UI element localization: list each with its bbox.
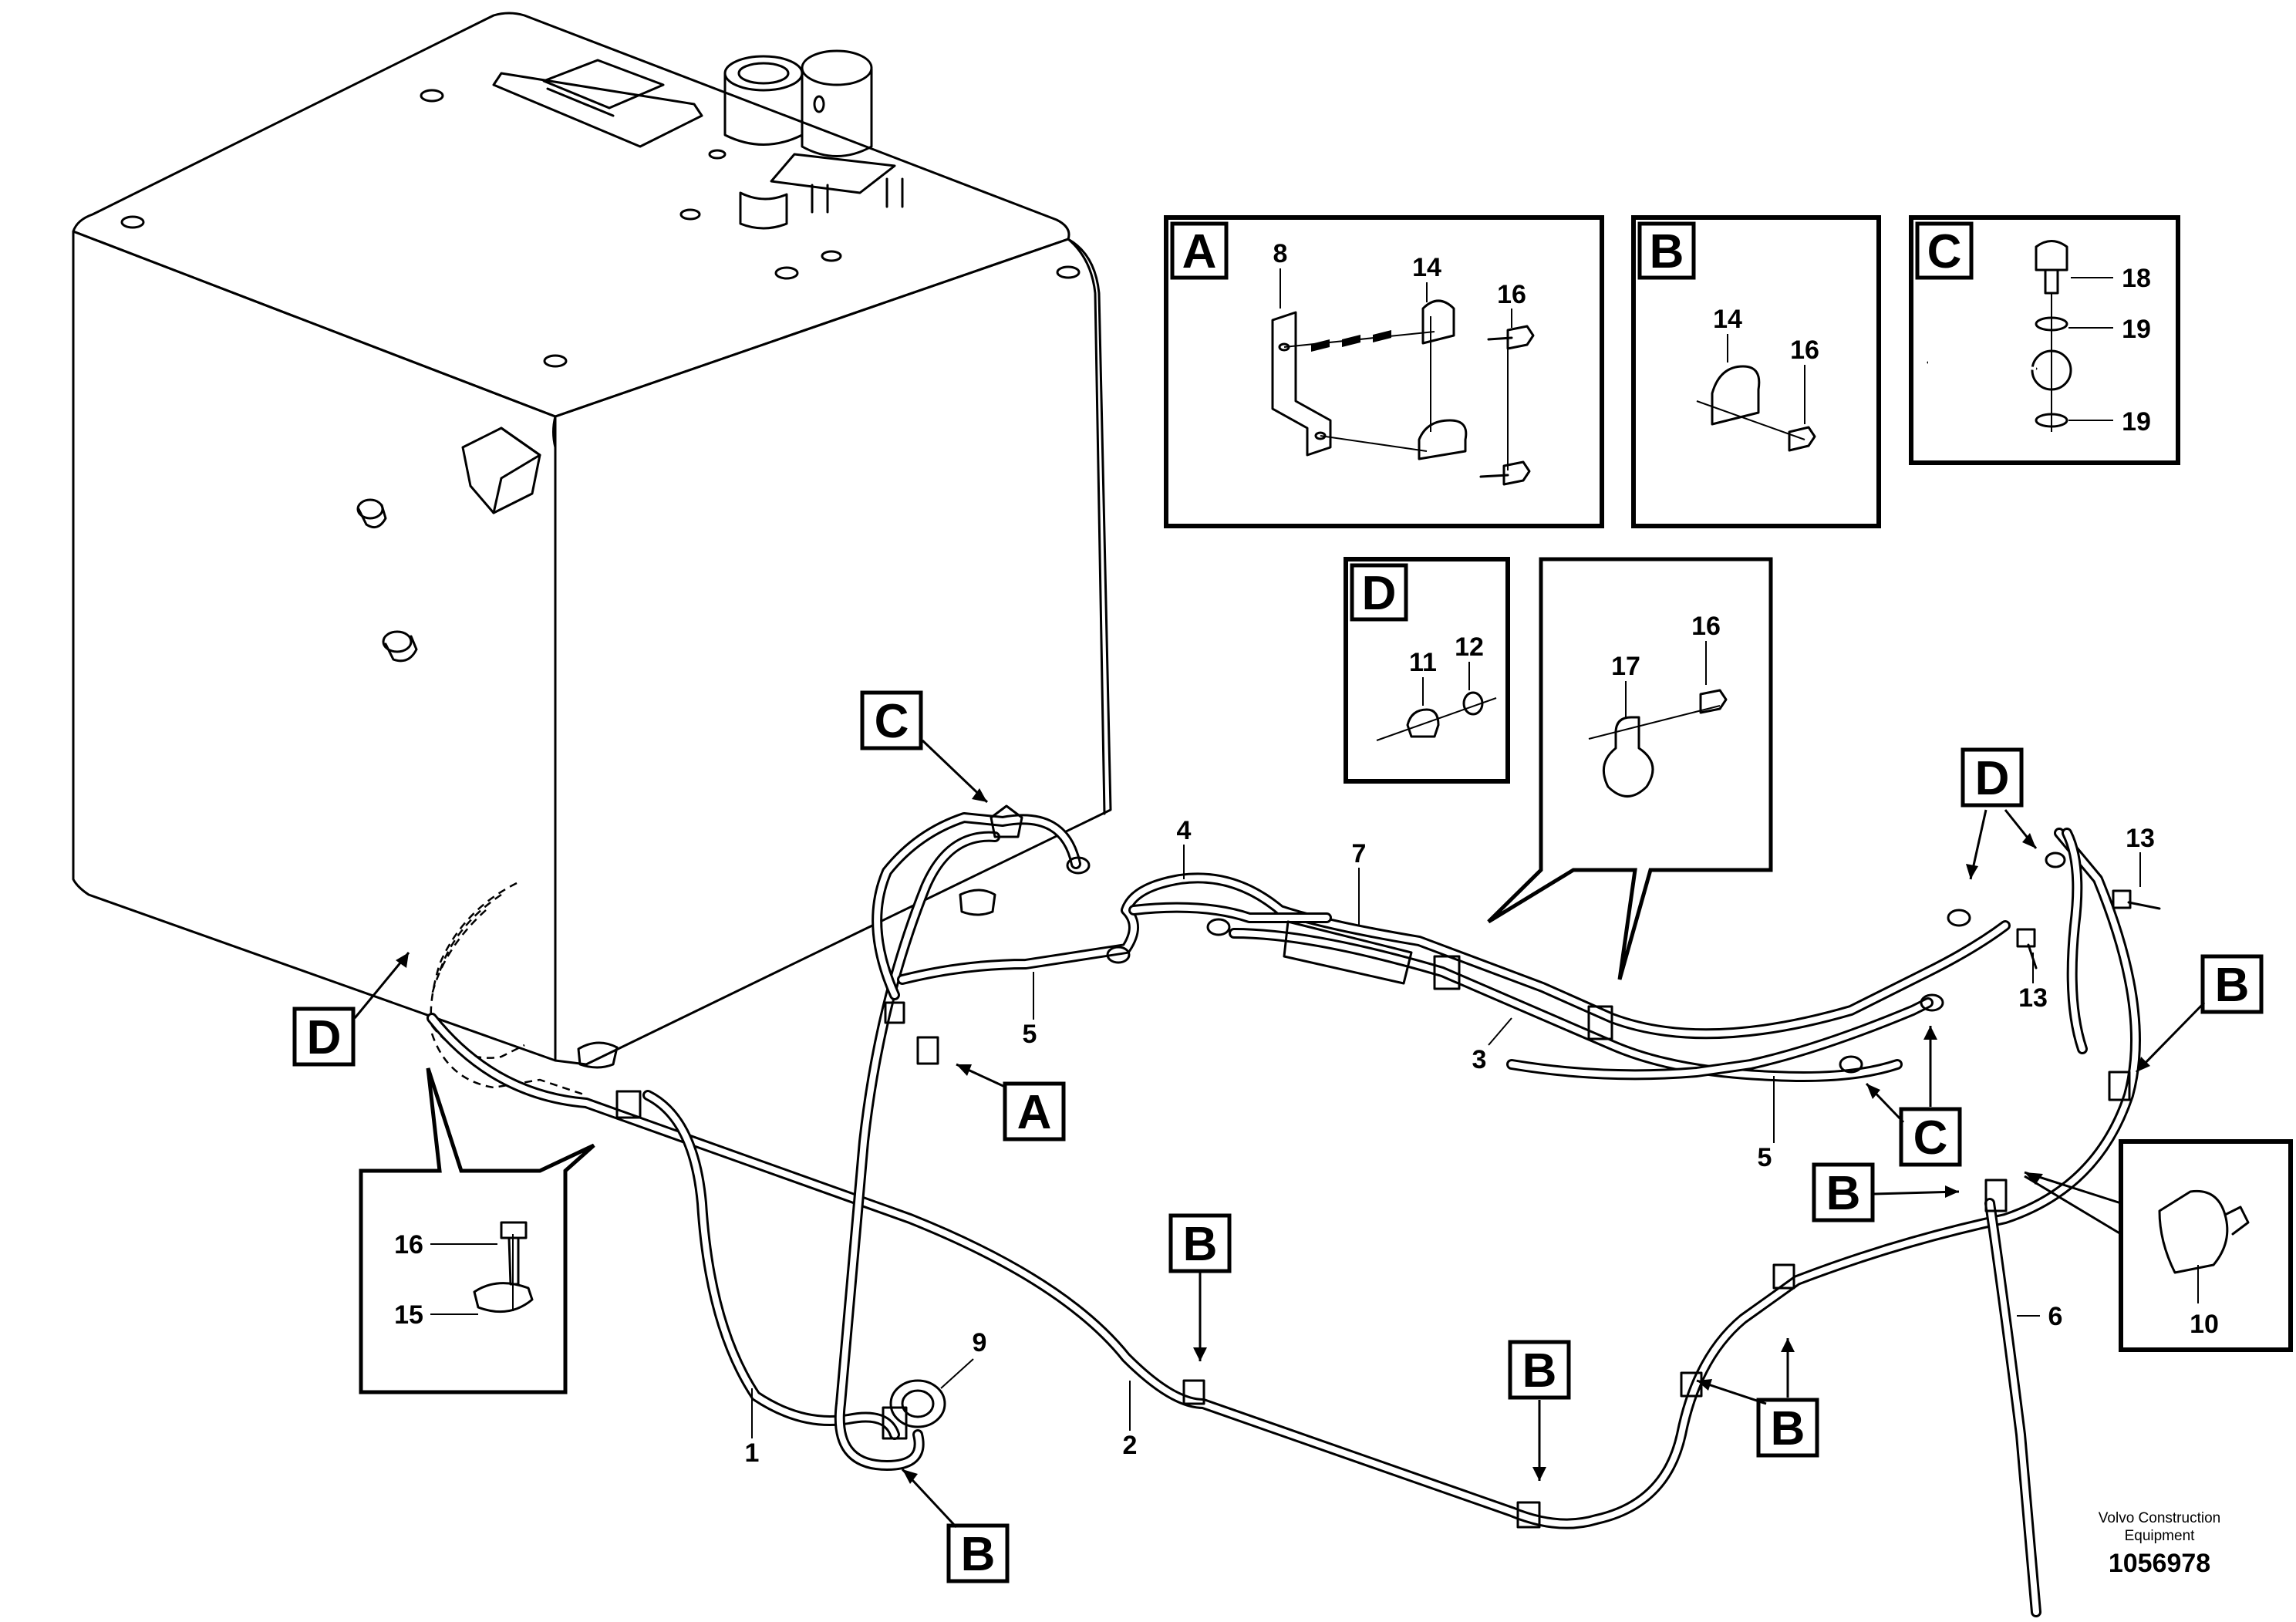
part-14-label-b: 14 (1713, 305, 1742, 334)
part-4-label: 4 (1177, 816, 1192, 845)
bracket-callout: 16 15 (359, 1067, 595, 1394)
clamp-callout: 17 16 (1487, 557, 1773, 980)
detail-c-tag: C (1927, 225, 1962, 278)
tag-b-3: B (1522, 1344, 1557, 1398)
part-19-label-bottom: 19 (2122, 407, 2151, 437)
part-10-label: 10 (2190, 1310, 2219, 1339)
part-16-label-a: 16 (1497, 280, 1526, 309)
part-16-label-clamp: 16 (1691, 612, 1721, 641)
fitting-callout: 10 (2024, 1139, 2293, 1352)
part-16-label-bracket: 16 (394, 1230, 423, 1259)
part-13-label-top: 13 (2126, 824, 2155, 853)
part-labels: 1 2 3 4 5 5 6 7 9 13 13 (745, 816, 2155, 1468)
part-16-label-b: 16 (1790, 336, 1819, 365)
tag-c-1: C (875, 695, 909, 748)
detail-a-tag: A (1182, 225, 1217, 278)
tag-b-5: B (1826, 1167, 1861, 1220)
part-18-label: 18 (2122, 264, 2151, 293)
part-12-label: 12 (1455, 632, 1484, 662)
detail-a-box: A 8 14 16 (1164, 215, 1604, 528)
part-1-label: 1 (745, 1438, 760, 1468)
tag-a-1: A (1017, 1086, 1052, 1139)
part-17-label: 17 (1611, 652, 1640, 681)
detail-c-box: C 18 19 19 (1909, 215, 2180, 465)
footer: Volvo Construction Equipment 1056978 (2099, 1510, 2220, 1578)
hoses (426, 804, 2161, 1617)
part-9-label: 9 (973, 1328, 987, 1357)
tag-b-4: B (1771, 1402, 1805, 1455)
part-2-label: 2 (1123, 1431, 1138, 1460)
part-5-label-right: 5 (1758, 1143, 1772, 1172)
part-13-label-bottom: 13 (2018, 983, 2048, 1013)
detail-b-tag: B (1650, 225, 1684, 278)
part-8-label: 8 (1273, 239, 1288, 268)
reference-tags: C D A B B B B B (292, 690, 2264, 1583)
company-line-2: Equipment (2125, 1528, 2196, 1544)
company-line-1: Volvo Construction (2099, 1510, 2220, 1526)
tag-b-2: B (961, 1528, 996, 1581)
part-3-label: 3 (1472, 1045, 1487, 1074)
tag-b-1: B (1183, 1218, 1218, 1271)
part-6-label: 6 (2048, 1302, 2063, 1331)
detail-d-tag: D (1362, 567, 1397, 620)
fuel-tank (72, 12, 1112, 1069)
drawing-number: 1056978 (2109, 1549, 2210, 1578)
part-7-label: 7 (1352, 839, 1367, 868)
part-5-label-left: 5 (1023, 1020, 1037, 1049)
tag-d-1: D (307, 1011, 342, 1064)
part-11-label: 11 (1409, 648, 1437, 677)
part-14-label-a: 14 (1412, 253, 1441, 282)
detail-b-box: B 14 16 (1631, 215, 1881, 528)
tag-b-6: B (2215, 959, 2250, 1012)
detail-d-box: D 11 12 (1344, 557, 1510, 784)
part-15-label: 15 (394, 1300, 423, 1330)
tag-d-2: D (1975, 752, 2010, 805)
tag-c-2: C (1913, 1111, 1948, 1165)
part-19-label-top: 19 (2122, 315, 2151, 344)
